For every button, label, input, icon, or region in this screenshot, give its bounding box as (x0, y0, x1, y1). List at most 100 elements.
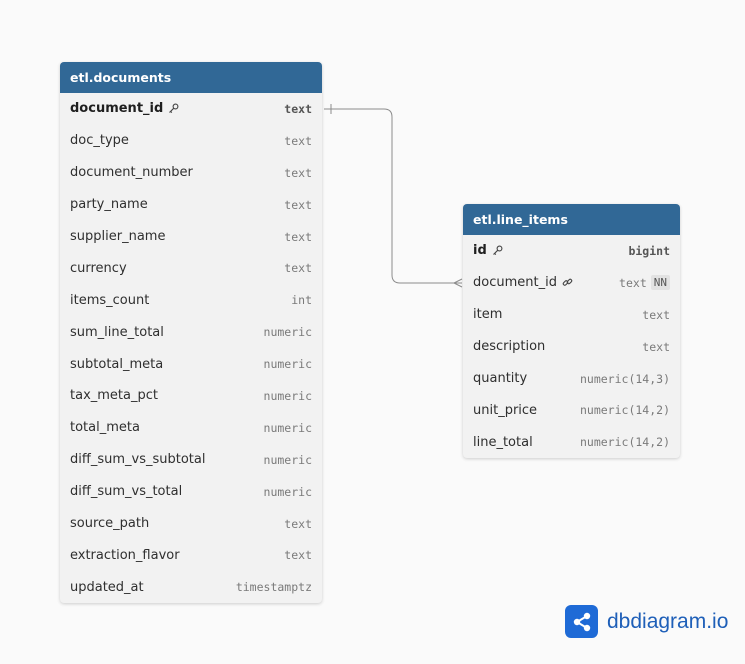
column-type: text (284, 548, 312, 562)
key-icon (168, 103, 179, 114)
column-row[interactable]: party_name text (60, 189, 322, 221)
column-row[interactable]: line_total numeric(14,2) (463, 426, 680, 458)
column-type-text: numeric (263, 388, 312, 403)
column-name: party_name (70, 197, 148, 212)
column-name: total_meta (70, 420, 140, 435)
column-type: text (284, 517, 312, 531)
column-row[interactable]: total_meta numeric (60, 412, 322, 444)
column-row[interactable]: sum_line_total numeric (60, 316, 322, 348)
column-row[interactable]: items_count int (60, 284, 322, 316)
column-type-text: numeric(14,3) (579, 371, 670, 386)
column-name: tax_meta_pct (70, 388, 158, 403)
column-type-text: int (291, 293, 312, 308)
column-row[interactable]: diff_sum_vs_subtotal numeric (60, 444, 322, 476)
column-name-text: extraction_flavor (70, 547, 180, 563)
column-name-text: description (473, 339, 546, 355)
column-name: extraction_flavor (70, 548, 180, 563)
column-name: id (473, 243, 503, 258)
column-type: numeric (264, 453, 312, 467)
column-name: items_count (70, 293, 149, 308)
column-name: subtotal_meta (70, 357, 163, 372)
column-type: numeric (264, 421, 312, 435)
column-type: text (284, 166, 312, 180)
column-row[interactable]: supplier_name text (60, 221, 322, 253)
column-name-text: items_count (70, 292, 150, 308)
column-name: currency (70, 261, 127, 276)
column-row[interactable]: doc_type text (60, 125, 322, 157)
column-name: diff_sum_vs_total (70, 484, 182, 499)
column-name-text: subtotal_meta (70, 356, 164, 372)
column-name-text: diff_sum_vs_total (70, 484, 183, 500)
column-name-text: updated_at (70, 579, 144, 595)
column-name-text: document_id (473, 275, 557, 291)
column-row[interactable]: diff_sum_vs_total numeric (60, 476, 322, 508)
column-type: text (284, 261, 312, 275)
column-type-text: text (284, 197, 312, 212)
column-type-text: text (284, 133, 312, 148)
column-type: text (642, 308, 670, 322)
column-name: diff_sum_vs_subtotal (70, 452, 205, 467)
column-row[interactable]: item text (463, 299, 680, 331)
column-row[interactable]: quantity numeric(14,3) (463, 363, 680, 395)
column-name-text: document_number (70, 165, 193, 181)
column-type: bigint (628, 244, 670, 258)
column-row[interactable]: subtotal_meta numeric (60, 348, 322, 380)
column-type-text: numeric(14,2) (579, 403, 670, 418)
not-null-badge: NN (650, 275, 670, 291)
column-type: timestamptz (236, 580, 312, 594)
column-type: text (284, 134, 312, 148)
column-type-text: text (284, 261, 312, 276)
column-row[interactable]: document_number text (60, 157, 322, 189)
column-type-text: numeric (263, 357, 312, 372)
column-type: text (284, 198, 312, 212)
column-type-text: numeric (263, 484, 312, 499)
column-type-text: numeric (263, 325, 312, 340)
column-type: text (284, 230, 312, 244)
column-type: int (291, 293, 312, 307)
key-icon (492, 245, 503, 256)
table-title[interactable]: etl.line_items (463, 204, 680, 235)
column-type-text: text (284, 165, 312, 180)
column-type-text: text (284, 548, 312, 563)
column-row[interactable]: extraction_flavor text (60, 539, 322, 571)
column-type-text: text (284, 101, 312, 116)
column-name-text: line_total (473, 434, 533, 450)
column-name-text: id (473, 243, 487, 259)
column-name: quantity (473, 371, 527, 386)
column-name-text: party_name (70, 197, 148, 213)
brand-logo[interactable]: dbdiagram.io (565, 605, 728, 638)
column-name-text: tax_meta_pct (70, 388, 158, 404)
column-row[interactable]: tax_meta_pct numeric (60, 380, 322, 412)
brand-name: dbdiagram.io (607, 609, 729, 633)
column-type: numeric(14,2) (580, 435, 670, 449)
column-name-text: item (473, 307, 503, 323)
column-name-text: document_id (70, 101, 164, 117)
column-name: document_number (70, 165, 193, 180)
column-name-text: currency (70, 260, 127, 276)
column-name: item (473, 307, 502, 322)
column-row[interactable]: updated_at timestamptz (60, 571, 322, 603)
column-name-text: total_meta (70, 420, 140, 436)
column-name: document_id (70, 101, 179, 116)
column-name: doc_type (70, 133, 129, 148)
column-name-text: sum_line_total (70, 324, 164, 340)
column-type: numeric (264, 325, 312, 339)
column-type: numeric (264, 389, 312, 403)
column-type-text: text (642, 307, 670, 322)
table-title[interactable]: etl.documents (60, 62, 322, 93)
column-row[interactable]: document_id text (60, 93, 322, 125)
column-name: supplier_name (70, 229, 165, 244)
column-row[interactable]: currency text (60, 252, 322, 284)
column-row[interactable]: id bigint (463, 235, 680, 267)
column-name: description (473, 339, 545, 354)
